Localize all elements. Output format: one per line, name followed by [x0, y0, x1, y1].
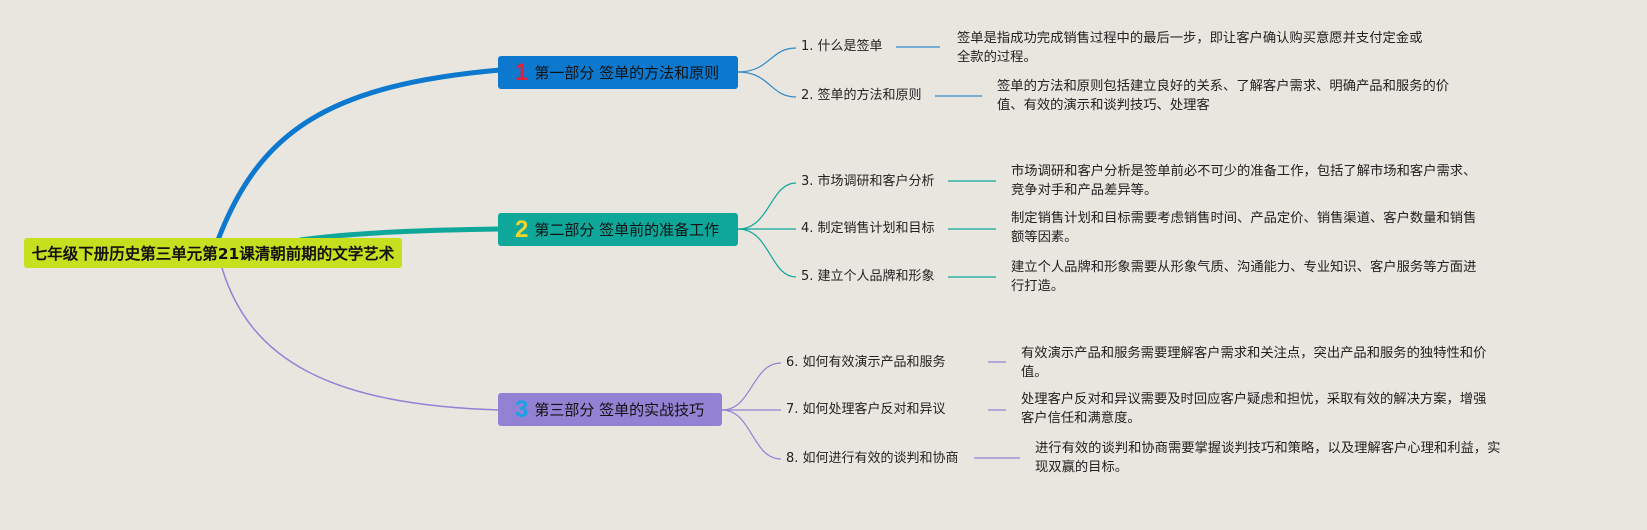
branch-part-2[interactable]: 2 第二部分 签单前的准备工作 [498, 213, 738, 246]
number-3-icon: 3 [515, 395, 529, 423]
root-to-branch1-link [215, 67, 501, 241]
subtopic-4[interactable]: 4. 制定销售计划和目标 [801, 221, 935, 236]
subtopic-7-description[interactable]: 处理客户反对和异议需要及时回应客户疑虑和担忧，采取有效的解决方案，增强客户信任和… [1021, 392, 1487, 426]
root-to-branch3-link [221, 267, 501, 411]
subtopic-5-description[interactable]: 建立个人品牌和形象需要从形象气质、沟通能力、专业知识、客户服务等方面进行打造。 [1011, 260, 1477, 294]
subtopic-3-description[interactable]: 市场调研和客户分析是签单前必不可少的准备工作，包括了解市场和客户需求、竞争对手和… [1011, 164, 1477, 198]
root-to-branch2-link [299, 226, 501, 243]
subtopic-7[interactable]: 7. 如何处理客户反对和异议 [786, 402, 946, 417]
subtopic-2[interactable]: 2. 签单的方法和原则 [801, 88, 922, 103]
subtopic-5[interactable]: 5. 建立个人品牌和形象 [801, 269, 935, 284]
central-topic[interactable]: 七年级下册历史第三单元第21课清朝前期的文学艺术 [24, 238, 402, 268]
subtopic-6[interactable]: 6. 如何有效演示产品和服务 [786, 355, 946, 370]
number-1-icon: 1 [515, 58, 529, 86]
subtopic-1[interactable]: 1. 什么是签单 [801, 39, 883, 54]
subtopic-1-description[interactable]: 签单是指成功完成销售过程中的最后一步，即让客户确认购买意愿并支付定金或全款的过程… [957, 31, 1423, 65]
branch-label: 第三部分 签单的实战技巧 [534, 401, 705, 419]
branch-label: 第二部分 签单前的准备工作 [534, 221, 720, 239]
subtopic-8-description[interactable]: 进行有效的谈判和协商需要掌握谈判技巧和策略，以及理解客户心理和利益，实现双赢的目… [1035, 441, 1501, 475]
subtopic-3[interactable]: 3. 市场调研和客户分析 [801, 174, 935, 189]
subtopic-6-description[interactable]: 有效演示产品和服务需要理解客户需求和关注点，突出产品和服务的独特性和价值。 [1021, 346, 1487, 380]
branch-label: 第一部分 签单的方法和原则 [534, 64, 720, 82]
subtopic-4-description[interactable]: 制定销售计划和目标需要考虑销售时间、产品定价、销售渠道、客户数量和销售额等因素。 [1011, 211, 1477, 245]
central-topic-label: 七年级下册历史第三单元第21课清朝前期的文学艺术 [31, 245, 395, 263]
number-2-icon: 2 [515, 215, 529, 243]
branch-part-1[interactable]: 1 第一部分 签单的方法和原则 [498, 56, 738, 89]
subtopic-8[interactable]: 8. 如何进行有效的谈判和协商 [786, 451, 959, 466]
subtopic-2-description[interactable]: 签单的方法和原则包括建立良好的关系、了解客户需求、明确产品和服务的价值、有效的演… [997, 79, 1450, 113]
branch-part-3[interactable]: 3 第三部分 签单的实战技巧 [498, 393, 722, 426]
